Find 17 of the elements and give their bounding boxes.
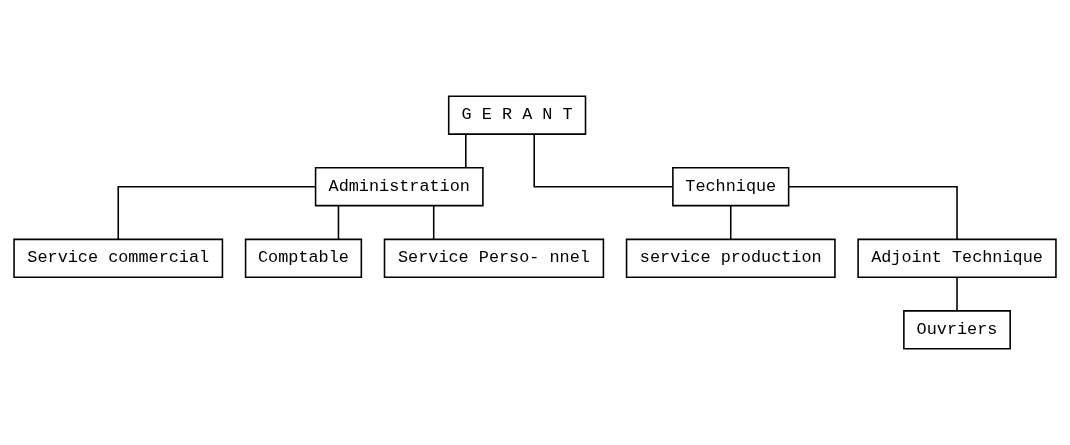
connector — [432, 205, 435, 240]
connector — [533, 133, 674, 188]
connector — [956, 276, 958, 312]
node-box: Service commercial — [13, 238, 224, 279]
connector — [337, 205, 340, 240]
node-box: Administration — [314, 167, 484, 207]
connector — [465, 133, 467, 169]
node-box: Comptable — [244, 238, 363, 279]
connector — [787, 185, 958, 240]
connector — [729, 205, 732, 240]
node-box: Technique — [672, 167, 790, 207]
node-box: Adjoint Technique — [857, 238, 1057, 279]
node-box: Ouvriers — [903, 310, 1011, 350]
node-box: Service Perso- nnel — [383, 238, 605, 279]
node-box: service production — [625, 238, 836, 279]
node-box: G E R A N T — [447, 95, 587, 135]
connector — [117, 185, 317, 240]
